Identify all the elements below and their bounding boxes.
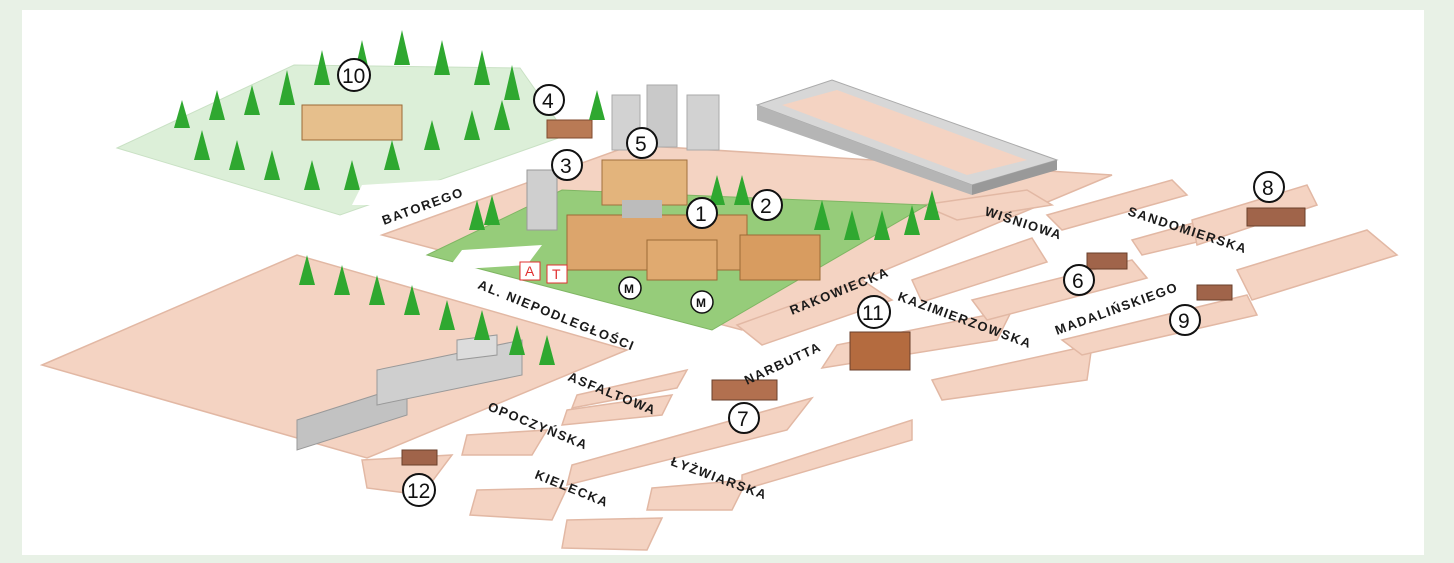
svg-text:4: 4 (542, 90, 554, 113)
svg-text:3: 3 (560, 155, 572, 178)
gray-complex (755, 79, 1059, 195)
marker-3[interactable]: 3 (551, 149, 583, 181)
metro-icon: M (618, 276, 642, 300)
small-buildings (401, 207, 1306, 466)
svg-text:12: 12 (407, 480, 430, 503)
svg-text:T: T (552, 266, 561, 282)
marker-1[interactable]: 1 (686, 197, 718, 229)
svg-text:10: 10 (342, 65, 365, 88)
svg-text:7: 7 (737, 408, 749, 431)
marker-2[interactable]: 2 (751, 189, 783, 221)
marker-8[interactable]: 8 (1253, 171, 1285, 203)
metro-icon: M (690, 290, 714, 314)
svg-text:11: 11 (862, 302, 884, 325)
marker-7[interactable]: 7 (728, 402, 760, 434)
street-label-narbutta: NARBUTTA (742, 339, 824, 388)
svg-text:2: 2 (760, 195, 772, 218)
marker-12[interactable]: 12 (402, 473, 436, 507)
svg-text:6: 6 (1072, 270, 1084, 293)
sign-a: A (519, 261, 541, 281)
svg-text:5: 5 (635, 133, 647, 156)
sign-t: T (546, 264, 568, 284)
campus-buildings (301, 104, 821, 281)
svg-text:8: 8 (1262, 177, 1274, 200)
svg-text:A: A (525, 263, 535, 279)
gray-building-bottom (296, 334, 523, 451)
marker-4[interactable]: 4 (533, 84, 565, 116)
svg-text:1: 1 (695, 203, 707, 226)
marker-10[interactable]: 10 (337, 58, 371, 92)
marker-11[interactable]: 11 (857, 295, 891, 329)
svg-text:9: 9 (1178, 310, 1190, 333)
map-canvas: BATOREGO AL. NIEPODLEGŁOŚCI RAKOWIECKA W… (22, 10, 1424, 555)
svg-text:M: M (696, 296, 706, 310)
svg-text:M: M (624, 282, 634, 296)
campus-map: BATOREGO AL. NIEPODLEGŁOŚCI RAKOWIECKA W… (39, 30, 1399, 551)
marker-5[interactable]: 5 (626, 127, 658, 159)
marker-9[interactable]: 9 (1169, 304, 1201, 336)
marker-6[interactable]: 6 (1063, 264, 1095, 296)
trees (174, 30, 940, 365)
